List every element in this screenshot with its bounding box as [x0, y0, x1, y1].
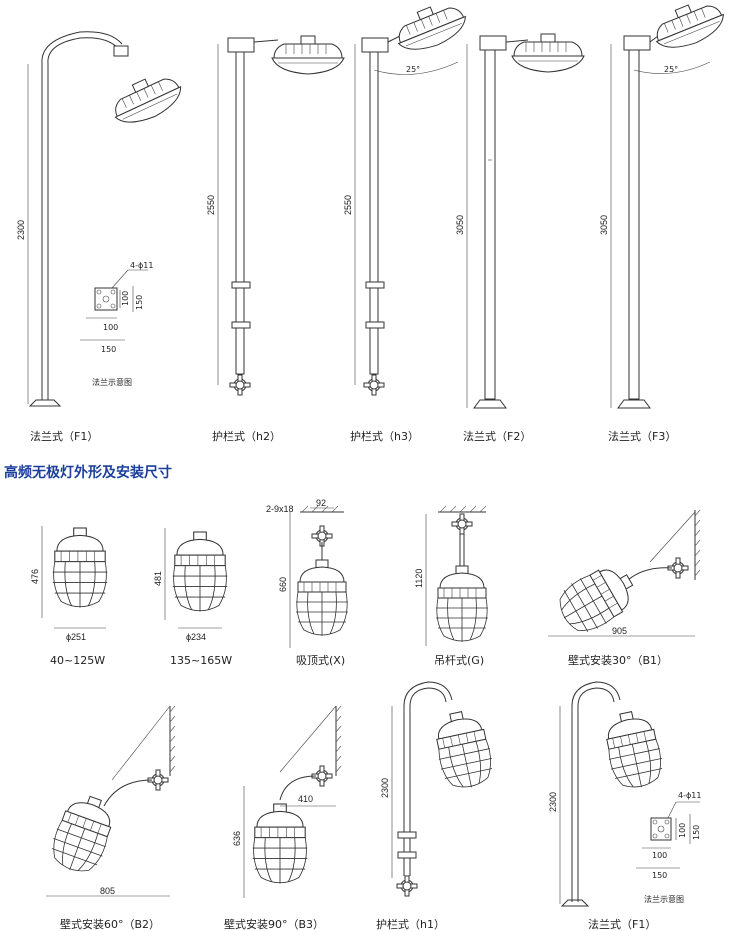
b3-caption: 壁式安装90°（B3）: [224, 917, 324, 931]
x-holes: 2-9x18: [266, 504, 294, 514]
f3-angle: 25°: [664, 65, 678, 74]
b3-height: 636: [232, 831, 242, 846]
flange-top-d100a: 100: [121, 291, 130, 306]
f3-caption: 法兰式（F3）: [608, 429, 676, 443]
h1-height: 2300: [380, 778, 390, 798]
a-diameter: ϕ251: [66, 632, 86, 642]
b2-width: 805: [100, 886, 115, 896]
fixture-f2: 3050 法兰式（F2）: [455, 33, 585, 443]
flange-bottom-d150a: 150: [692, 825, 701, 840]
f1-top-caption: 法兰式（F1）: [30, 429, 98, 443]
fixture-f1-top: 2300 法兰式（F1）: [16, 31, 188, 443]
h3-height: 2550: [343, 195, 353, 215]
f3-height: 3050: [599, 215, 609, 235]
flange-top-d100b: 100: [103, 323, 118, 332]
x-width: 92: [316, 498, 326, 508]
fixture-pendant-g: 1120 吊杆式(G): [414, 505, 489, 667]
fixture-f1-bottom: 2300 法兰式（F1）: [548, 681, 668, 931]
a-caption: 40~125W: [50, 654, 105, 667]
fixture-ceiling-x: 2-9x18 92 660 吸顶式(X): [266, 498, 349, 667]
fixture-h2: 2550 护栏式（h2）: [206, 35, 345, 443]
flange-top-holes: 4-ϕ11: [130, 261, 153, 270]
fixture-wall-b2: 805 壁式安装60°（B2）: [44, 705, 176, 931]
b3-width: 410: [298, 794, 313, 804]
b-height: 481: [153, 571, 163, 586]
flange-bottom-d100a: 100: [678, 823, 687, 838]
fixture-wall-b3: 636 410 壁式安装90°（B3）: [224, 705, 342, 931]
h1-caption: 护栏式（h1）: [376, 917, 445, 931]
h2-height: 2550: [206, 195, 216, 215]
h3-caption: 护栏式（h3）: [350, 429, 419, 443]
fixture-h3: 25° 2550 护栏式（h3）: [343, 0, 472, 443]
b1-width: 905: [612, 626, 627, 636]
f1-top-height: 2300: [16, 220, 26, 240]
fixture-135-165w: 481 ϕ234 135~165W: [153, 528, 232, 667]
flange-top-d150b: 150: [101, 345, 116, 354]
b2-caption: 壁式安装60°（B2）: [60, 917, 160, 931]
section-title: 高频无极灯外形及安装尺寸: [4, 464, 172, 481]
flange-top-title: 法兰示意图: [92, 377, 132, 387]
flange-top-d150a: 150: [135, 295, 144, 310]
flange-diagram-top: 4-ϕ11 100 150 100 150 法兰示意图: [80, 261, 153, 387]
b-caption: 135~165W: [170, 654, 232, 667]
f2-height: 3050: [455, 215, 465, 235]
f2-caption: 法兰式（F2）: [463, 429, 531, 443]
f1-bottom-height: 2300: [548, 792, 558, 812]
h2-caption: 护栏式（h2）: [212, 429, 281, 443]
a-height: 476: [30, 569, 40, 584]
fixture-wall-b1: 905 壁式安装30°（B1）: [548, 509, 701, 667]
g-caption: 吊杆式(G): [434, 653, 484, 667]
h3-angle: 25°: [406, 65, 420, 74]
fixture-40-125w: 476 ϕ251 40~125W: [30, 526, 108, 667]
fixture-h1: 2300 护栏式（h1）: [376, 681, 498, 931]
flange-bottom-title: 法兰示意图: [644, 894, 684, 904]
flange-bottom-d150b: 150: [652, 871, 667, 880]
flange-bottom-holes: 4-ϕ11: [678, 791, 701, 800]
flange-bottom-d100b: 100: [652, 851, 667, 860]
flange-diagram-bottom: 4-ϕ11 100 150 100 150 法兰示意图: [636, 791, 701, 904]
g-height: 1120: [414, 569, 424, 588]
b1-caption: 壁式安装30°（B1）: [568, 653, 668, 667]
f1-bottom-caption: 法兰式（F1）: [588, 917, 656, 931]
x-height: 660: [278, 577, 288, 592]
b-diameter: ϕ234: [186, 632, 206, 642]
x-caption: 吸顶式(X): [296, 654, 345, 667]
fixture-f3: 25° 3050 法兰式（F3）: [599, 0, 730, 443]
